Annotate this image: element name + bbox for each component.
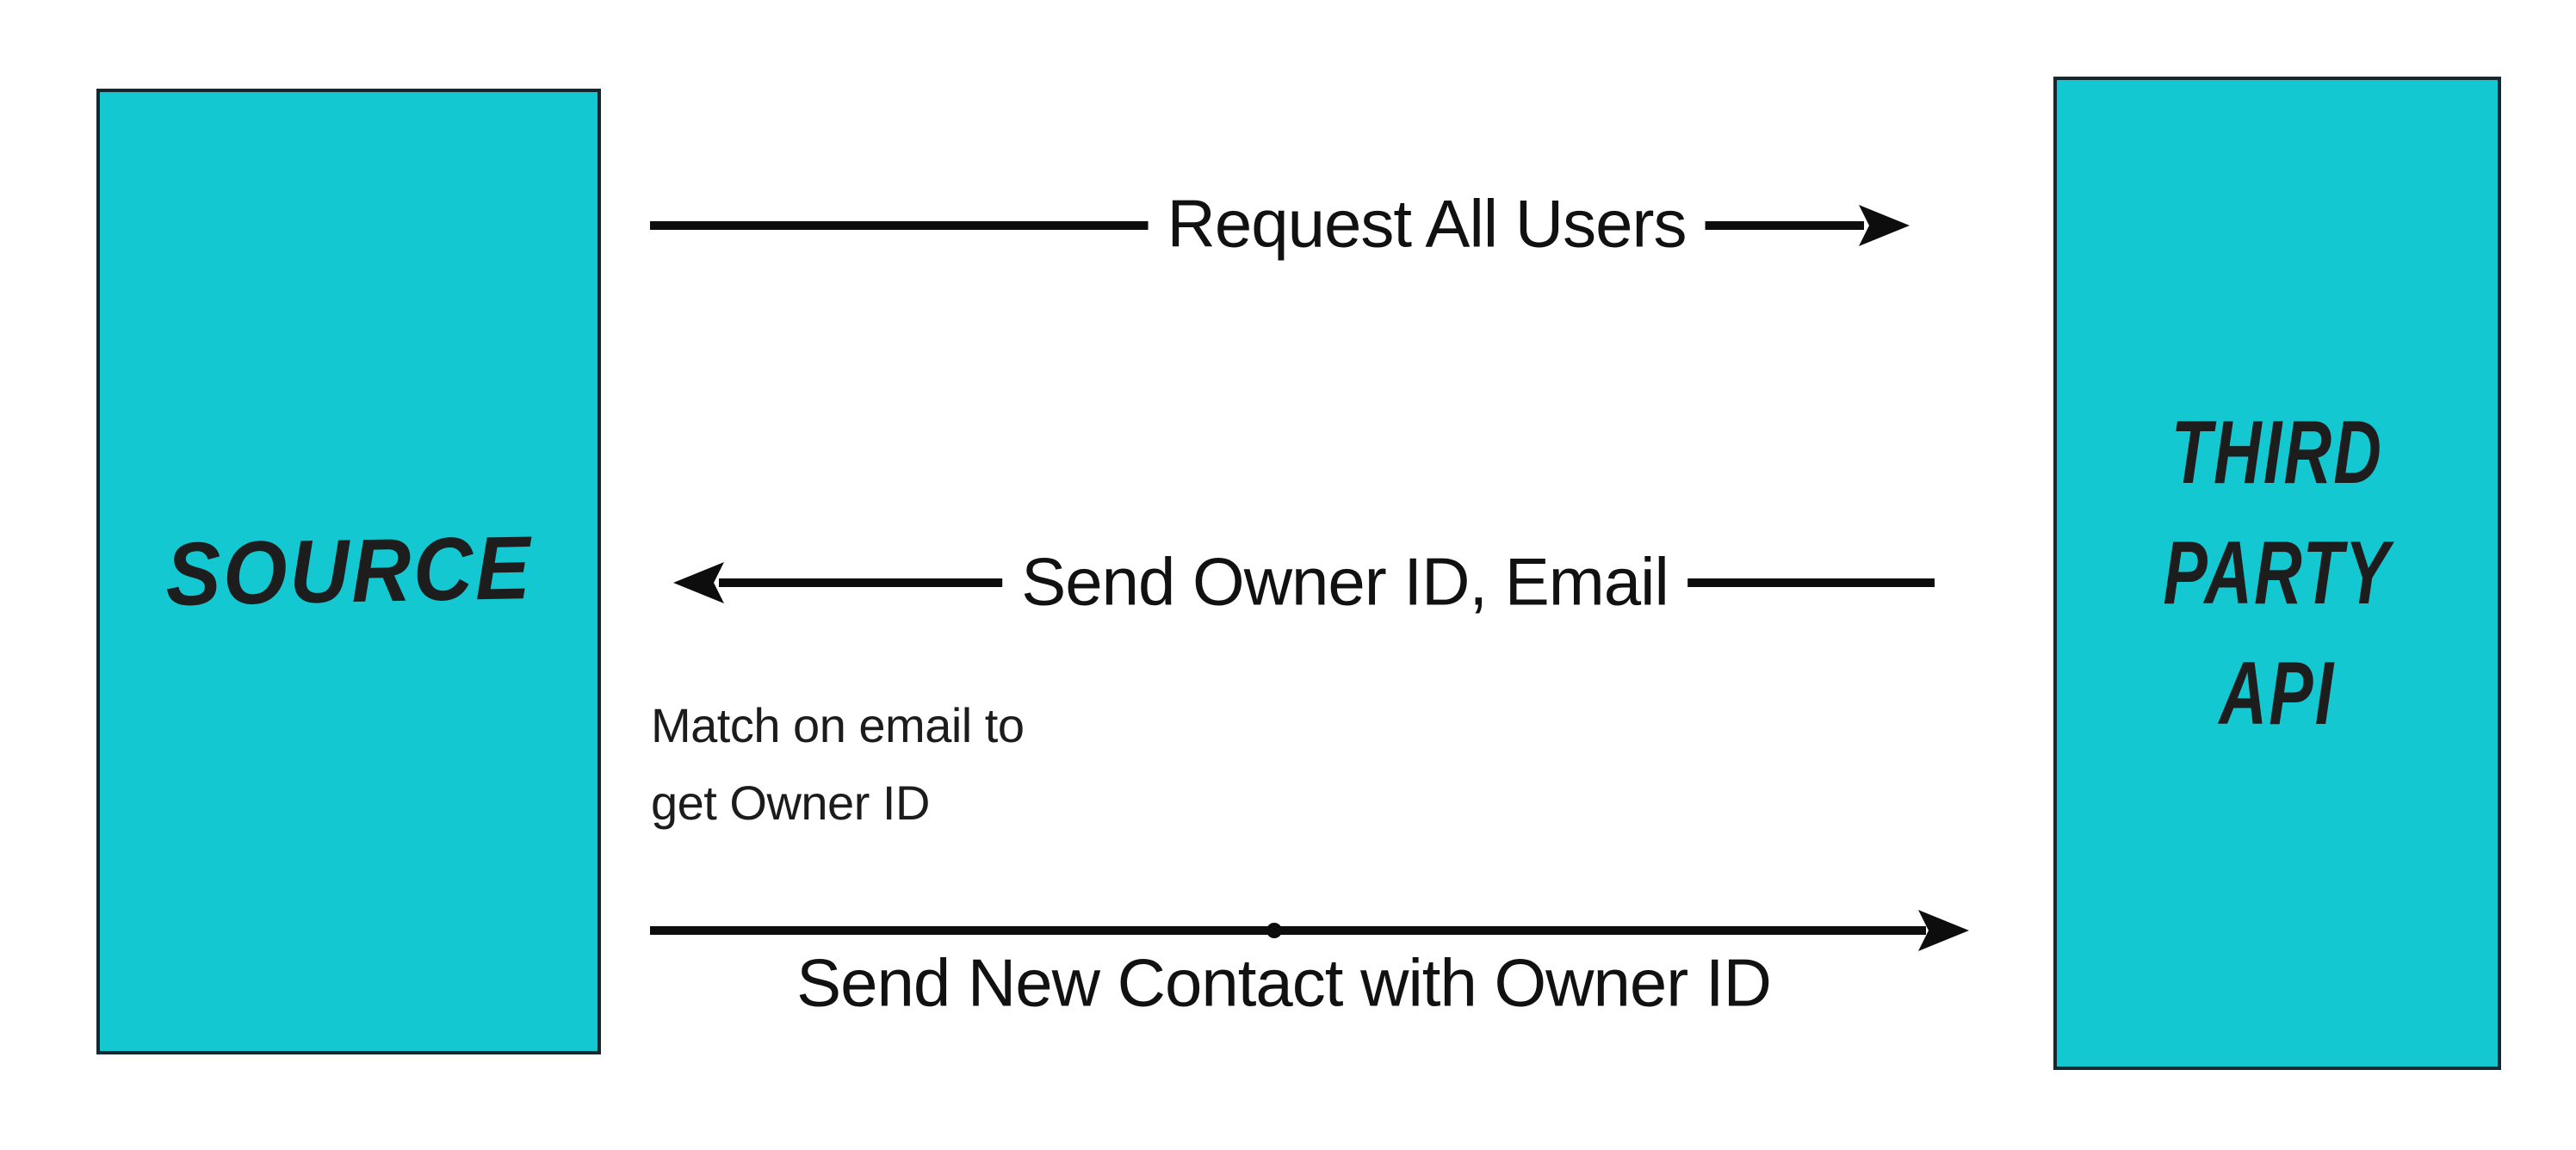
note-match-on-email: Match on email to get Owner ID <box>651 687 1025 842</box>
node-third-party-api-label: THIRD PARTY API <box>2164 393 2392 754</box>
node-source: SOURCE <box>96 89 601 1054</box>
edge-send-new-contact-waypoint-dot <box>1266 923 1282 938</box>
edge-label-request-all-users: Request All Users <box>1148 184 1706 263</box>
edge-send-owner-id-arrowhead-icon <box>673 562 724 603</box>
edge-send-new-contact-arrowhead-icon <box>1918 910 1969 951</box>
node-third-party-api: THIRD PARTY API <box>2053 77 2501 1070</box>
note-line2: get Owner ID <box>651 776 930 830</box>
edge-label-send-owner-id-email: Send Owner ID, Email <box>1002 542 1687 621</box>
note-line1: Match on email to <box>651 698 1025 752</box>
edge-label-send-new-contact-with-owner-id: Send New Contact with Owner ID <box>796 944 1772 1021</box>
node-third-party-api-label-line2: PARTY <box>2163 523 2392 623</box>
node-third-party-api-label-line1: THIRD <box>2170 403 2384 503</box>
node-source-label: SOURCE <box>164 517 533 626</box>
edge-request-all-users-arrowhead-icon <box>1859 205 1910 246</box>
node-third-party-api-label-line3: API <box>2219 644 2336 744</box>
